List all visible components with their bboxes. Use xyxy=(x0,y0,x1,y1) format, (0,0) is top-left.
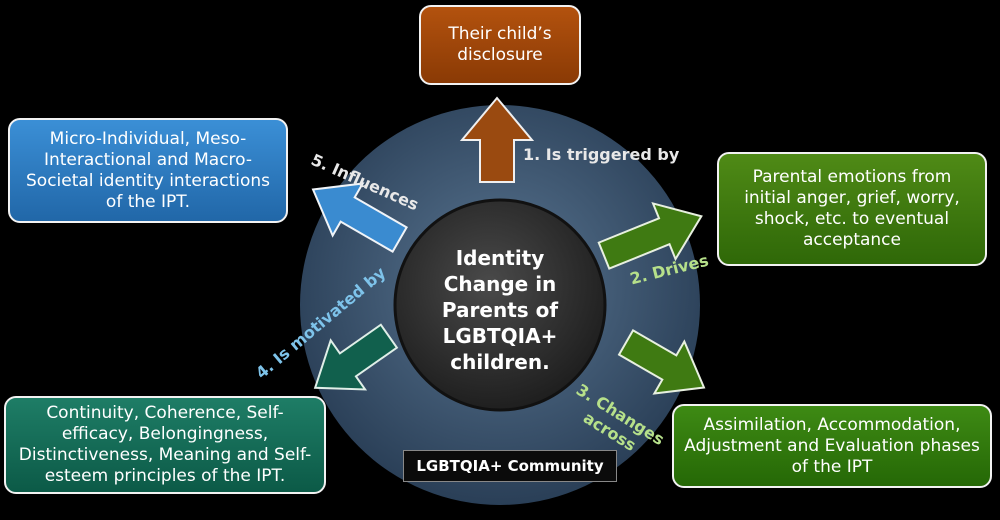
box-ipt-phases-text: Assimilation, Accommodation, Adjustment … xyxy=(684,414,980,477)
community-label: LGBTQIA+ Community xyxy=(403,450,617,482)
arrow-down-left-icon xyxy=(313,323,399,391)
box-parental-emotions-text: Parental emotions from initial anger, gr… xyxy=(744,167,960,250)
box-parental-emotions: Parental emotions from initial anger, gr… xyxy=(717,152,987,266)
box-identity-interactions: Micro-Individual, Meso- Interactional an… xyxy=(8,118,288,223)
box-child-disclosure-text: Their child’s disclosure xyxy=(448,24,552,65)
box-ipt-principles-text: Continuity, Coherence, Self- efficacy, B… xyxy=(18,403,312,486)
box-identity-interactions-text: Micro-Individual, Meso- Interactional an… xyxy=(26,128,270,212)
box-child-disclosure: Their child’s disclosure xyxy=(419,5,581,85)
arrow-up-left-icon xyxy=(311,182,408,253)
box-ipt-phases: Assimilation, Accommodation, Adjustment … xyxy=(672,404,992,488)
relation-label-triggered: 1. Is triggered by xyxy=(523,145,680,164)
box-ipt-principles: Continuity, Coherence, Self- efficacy, B… xyxy=(4,396,326,494)
arrow-up-icon xyxy=(459,96,535,183)
center-title-text: Identity Change in Parents of LGBTQIA+ c… xyxy=(441,246,559,374)
center-title: Identity Change in Parents of LGBTQIA+ c… xyxy=(420,220,580,400)
inner-circle xyxy=(393,198,607,412)
arrow-right-icon xyxy=(597,201,703,270)
arrow-down-right-icon xyxy=(617,329,706,395)
